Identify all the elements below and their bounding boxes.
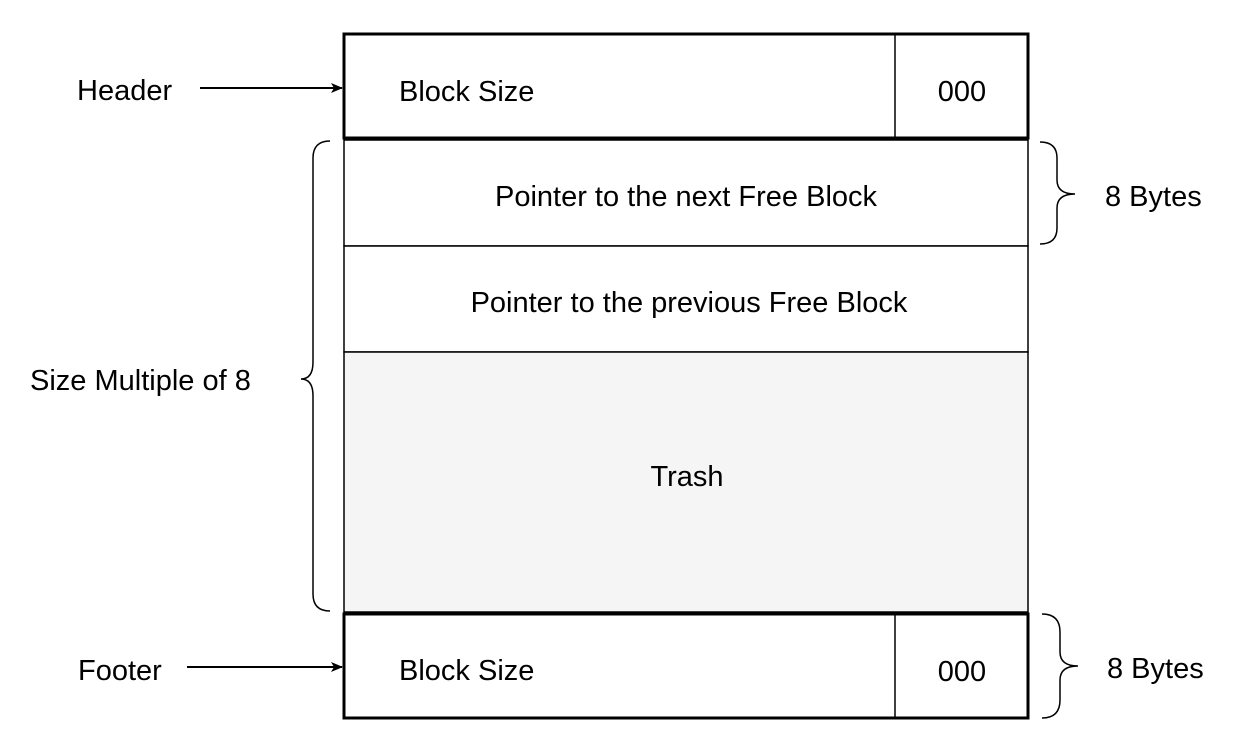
header-block xyxy=(342,32,1030,140)
footer-label: Footer xyxy=(78,655,162,687)
footer-block-size-text: Block Size xyxy=(399,655,534,687)
footer-flags-text: 000 xyxy=(938,656,986,688)
bytes-label-top: 8 Bytes xyxy=(1105,181,1202,213)
bytes-brace-top xyxy=(1039,141,1076,245)
header-flags-text: 000 xyxy=(938,76,986,108)
next-pointer-text: Pointer to the next Free Block xyxy=(495,181,878,213)
footer-block xyxy=(342,612,1030,720)
bytes-label-bottom: 8 Bytes xyxy=(1107,653,1204,685)
bytes-brace-bottom xyxy=(1041,613,1079,719)
prev-pointer-row: Pointer to the previous Free Block xyxy=(343,245,1029,353)
next-pointer-cell xyxy=(343,139,1029,247)
header-label: Header xyxy=(77,75,172,107)
next-pointer-row: Pointer to the next Free Block xyxy=(343,139,1029,247)
size-multiple-brace xyxy=(300,140,331,612)
prev-pointer-text: Pointer to the previous Free Block xyxy=(471,287,908,319)
header-block-size-text: Block Size xyxy=(399,76,534,108)
footer-row: Block Size 000 xyxy=(342,612,1030,720)
trash-text: Trash xyxy=(650,461,723,493)
trash-cell xyxy=(343,351,1029,613)
trash-area: Trash xyxy=(343,351,1029,613)
size-multiple-label: Size Multiple of 8 xyxy=(30,365,251,397)
header-row: Block Size 000 xyxy=(342,32,1030,140)
